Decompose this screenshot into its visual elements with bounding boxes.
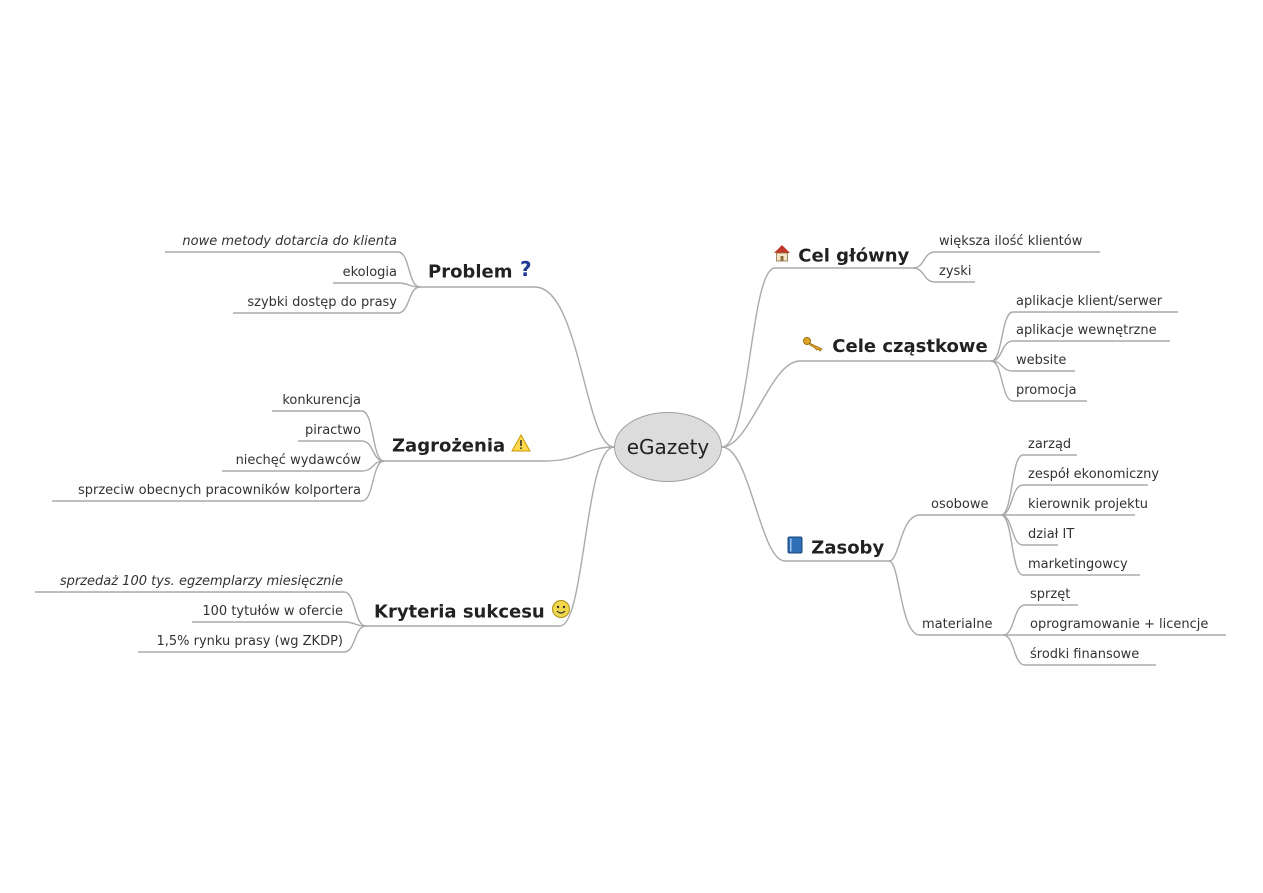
branch-problem-label: Problem <box>428 261 513 283</box>
threats-leaf-3[interactable]: niechęć wydawców <box>235 453 361 468</box>
branch-main-goal-label: Cel główny <box>798 245 910 267</box>
book-icon <box>785 535 805 562</box>
house-icon <box>772 243 792 270</box>
problem-leaf-3[interactable]: szybki dostęp do prasy <box>247 295 397 310</box>
material-leaf-1[interactable]: sprzęt <box>1030 587 1071 602</box>
warning-icon <box>511 433 532 459</box>
branch-threats-label: Zagrożenia <box>392 435 506 457</box>
personal-leaf-5[interactable]: marketingowcy <box>1028 557 1128 572</box>
link-problem-leaf-3 <box>233 286 421 314</box>
success-leaf-3[interactable]: 1,5% rynku prasy (wg ZKDP) <box>156 634 343 649</box>
link-threats-leaf-4 <box>52 460 385 502</box>
branch-main-goal[interactable]: Cel główny <box>772 243 909 270</box>
branch-resources-label: Zasoby <box>811 537 885 559</box>
main-goal-leaf-2[interactable]: zyski <box>939 264 972 279</box>
branch-success-label: Kryteria sukcesu <box>374 601 545 623</box>
link-root-sub-goals <box>721 360 991 448</box>
resources-material-label[interactable]: materialne <box>922 617 993 632</box>
link-personal-leaf-2 <box>1000 484 1148 516</box>
threats-leaf-2[interactable]: piractwo <box>304 423 361 438</box>
smiley-icon <box>551 599 571 626</box>
threats-leaf-4[interactable]: sprzeciw obecnych pracowników kolportera <box>77 483 361 498</box>
branch-resources[interactable]: Zasoby <box>785 535 884 562</box>
link-threats-leaf-1 <box>272 410 385 462</box>
main-goal-leaf-1[interactable]: większa ilość klientów <box>939 234 1083 249</box>
link-success-leaf-1 <box>35 591 367 627</box>
resources-personal-label[interactable]: osobowe <box>931 497 989 512</box>
link-material-leaf-3 <box>1002 634 1156 666</box>
personal-leaf-1[interactable]: zarząd <box>1028 437 1072 452</box>
link-sub-goals-leaf-2 <box>990 340 1170 362</box>
link-personal-leaf-1 <box>1000 454 1077 516</box>
threats-leaf-1[interactable]: konkurencja <box>282 393 361 408</box>
root-node[interactable]: eGazety <box>614 412 722 482</box>
link-material-leaf-1 <box>1002 604 1078 636</box>
svg-text:?: ? <box>520 259 532 279</box>
link-sub-goals-leaf-4 <box>990 360 1087 402</box>
root-label: eGazety <box>626 435 710 459</box>
question-mark-icon: ? <box>519 257 535 286</box>
personal-leaf-4[interactable]: dział IT <box>1028 527 1075 542</box>
link-root-main-goal <box>721 267 913 448</box>
success-leaf-2[interactable]: 100 tytułów w ofercie <box>202 604 343 619</box>
link-main-goal-leaf-2 <box>912 267 975 283</box>
key-icon <box>802 335 826 359</box>
link-sub-goals-leaf-1 <box>990 311 1178 362</box>
sub-goals-leaf-4[interactable]: promocja <box>1016 383 1077 398</box>
branch-success[interactable]: Kryteria sukcesu <box>374 599 571 626</box>
link-problem-leaf-2 <box>333 282 421 288</box>
link-success-leaf-3 <box>138 625 367 653</box>
sub-goals-leaf-2[interactable]: aplikacje wewnętrzne <box>1016 323 1157 338</box>
link-success-leaf-2 <box>192 621 367 627</box>
success-leaf-1[interactable]: sprzedaż 100 tys. egzemplarzy miesięczni… <box>59 574 343 589</box>
link-root-problem <box>420 286 615 448</box>
link-main-goal-leaf-1 <box>912 251 1100 269</box>
personal-leaf-2[interactable]: zespół ekonomiczny <box>1028 467 1160 482</box>
link-resources-material <box>888 560 1003 636</box>
link-personal-leaf-5 <box>1000 514 1140 576</box>
branch-sub-goals-label: Cele cząstkowe <box>832 336 988 357</box>
personal-leaf-3[interactable]: kierownik projektu <box>1028 497 1149 512</box>
sub-goals-leaf-1[interactable]: aplikacje klient/serwer <box>1016 294 1163 309</box>
link-root-resources <box>721 446 889 562</box>
material-leaf-3[interactable]: środki finansowe <box>1030 647 1140 662</box>
link-root-success <box>366 446 615 627</box>
material-leaf-2[interactable]: oprogramowanie + licencje <box>1030 617 1209 632</box>
problem-leaf-2[interactable]: ekologia <box>342 265 397 280</box>
link-threats-leaf-2 <box>298 440 385 462</box>
problem-leaf-1[interactable]: nowe metody dotarcia do klienta <box>182 234 397 249</box>
link-problem-leaf-1 <box>165 251 421 288</box>
link-root-threats <box>384 446 615 462</box>
branch-problem[interactable]: Problem ? <box>428 257 535 286</box>
link-resources-personal <box>888 514 1001 562</box>
branch-sub-goals[interactable]: Cele cząstkowe <box>802 335 988 359</box>
sub-goals-leaf-3[interactable]: website <box>1016 353 1067 368</box>
branch-threats[interactable]: Zagrożenia <box>392 433 532 459</box>
